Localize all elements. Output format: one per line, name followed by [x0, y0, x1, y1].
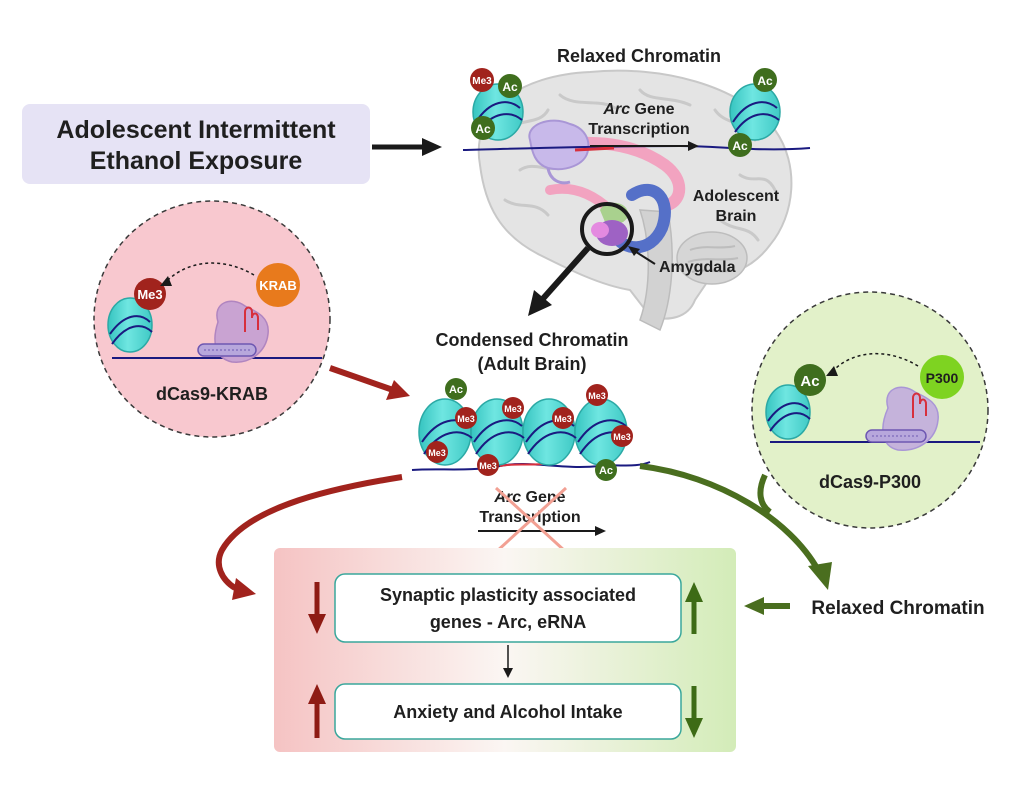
- ac-mark: [728, 133, 752, 157]
- transcription-arrowhead-top: [688, 141, 699, 151]
- p300-connector: [757, 473, 772, 515]
- krab-to-condensed-arrow: [329, 365, 394, 393]
- behavior-decrease-arrowhead: [685, 718, 703, 738]
- me3-label: Me3: [588, 391, 606, 401]
- condensed-chromatin-title: Condensed Chromatin: [435, 330, 628, 350]
- p300-caption: dCas9-P300: [819, 472, 921, 492]
- me3-label: Me3: [504, 404, 522, 414]
- p300-to-relaxed-arrowhead: [808, 562, 832, 590]
- me3-mark: [455, 407, 477, 429]
- nucleosome-top-right: Ac Ac: [728, 68, 781, 157]
- amygdala-to-condensed-arrowhead: [528, 290, 552, 316]
- me3-mark: [552, 407, 574, 429]
- ac-mark: [471, 116, 495, 140]
- behavior-box: [334, 683, 682, 740]
- genes-decrease-arrowhead: [308, 614, 326, 634]
- exposure-arrowhead: [422, 138, 442, 156]
- ac-mark: [794, 364, 826, 396]
- me3-label: Me3: [554, 414, 572, 424]
- ac-mark: [445, 378, 467, 400]
- me3-label: Me3: [472, 76, 492, 87]
- adolescent-brain-label-line2: Brain: [716, 208, 757, 225]
- amygdala-label: Amygdala: [659, 259, 736, 276]
- p300-panel: Ac P300 dCas9-P300: [751, 291, 989, 529]
- nucleosome-top-left: Me3 Ac Ac: [470, 68, 524, 141]
- me3-label: Me3: [479, 461, 497, 471]
- transcription-label-top: Transcription: [588, 121, 689, 138]
- me3-label: Me3: [613, 432, 631, 442]
- amygdala-pointer-head: [628, 246, 640, 256]
- exposure-title-line2: Ethanol Exposure: [90, 147, 303, 175]
- me3-mark: [502, 397, 524, 419]
- behavior-label: Anxiety and Alcohol Intake: [393, 702, 622, 722]
- amygdala-to-condensed-arrow: [537, 246, 591, 304]
- genes-label-line1: Synaptic plasticity associated: [380, 585, 636, 605]
- me3-mark: [477, 454, 499, 476]
- behavior-increase-arrowhead: [308, 684, 326, 704]
- arc-gene-label-top: Arc Gene: [602, 101, 674, 118]
- exposure-box: [22, 104, 370, 184]
- me3-mark: [470, 68, 494, 92]
- ac-label: Ac: [732, 139, 748, 153]
- ac-label: Ac: [757, 74, 773, 88]
- relaxed-chromatin-right-label: Relaxed Chromatin: [811, 598, 984, 619]
- adolescent-brain-label: Adolescent: [693, 188, 780, 205]
- relaxed-chromatin-title: Relaxed Chromatin: [557, 46, 721, 66]
- relaxed-to-outcome-arrowhead: [744, 597, 764, 615]
- me3-label: Me3: [428, 448, 446, 458]
- genes-box: [334, 573, 682, 643]
- ac-mark: [498, 74, 522, 98]
- me3-mark: [134, 278, 166, 310]
- p300-to-relaxed-arrow: [639, 463, 821, 572]
- p300-effector-label: P300: [926, 370, 959, 386]
- krab-to-condensed-arrowhead: [386, 380, 410, 400]
- condensed-to-outcome-arrowhead: [232, 578, 256, 600]
- ac-label: Ac: [599, 465, 613, 477]
- ac-mark: [595, 459, 617, 481]
- krab-effector: [256, 263, 300, 307]
- me3-mark: [426, 441, 448, 463]
- krab-caption: dCas9-KRAB: [156, 384, 268, 404]
- me3-mark: [611, 425, 633, 447]
- genes-increase-arrowhead: [685, 582, 703, 602]
- me3-label: Me3: [137, 287, 162, 302]
- blocked-cross: [494, 486, 568, 554]
- p300-effector: [920, 355, 964, 399]
- exposure-title-line1: Adolescent Intermittent: [56, 116, 336, 144]
- condensed-nucleosome-array: Ac Me3 Me3 Me3 Me3 Me3 Me3 Me3 Ac: [411, 378, 651, 481]
- arc-gene-segment-top: [574, 146, 615, 152]
- genes-label-line2: genes - Arc, eRNA: [430, 612, 586, 632]
- condensed-chromatin-subtitle: (Adult Brain): [478, 354, 587, 374]
- condensed-to-outcome-arrow: [215, 474, 403, 591]
- ac-label: Ac: [800, 373, 819, 390]
- brain-illustration: [477, 69, 793, 332]
- genes-to-behavior-arrowhead: [503, 668, 513, 678]
- krab-panel: Me3 KRAB dCas9-KRAB: [93, 200, 331, 438]
- me3-label: Me3: [457, 414, 475, 424]
- ac-label: Ac: [502, 80, 518, 94]
- ac-label: Ac: [449, 384, 463, 396]
- ac-label: Ac: [475, 122, 491, 136]
- transcription-arrowhead-blocked: [595, 526, 606, 536]
- ac-mark: [753, 68, 777, 92]
- me3-mark: [586, 384, 608, 406]
- krab-effector-label: KRAB: [259, 278, 297, 293]
